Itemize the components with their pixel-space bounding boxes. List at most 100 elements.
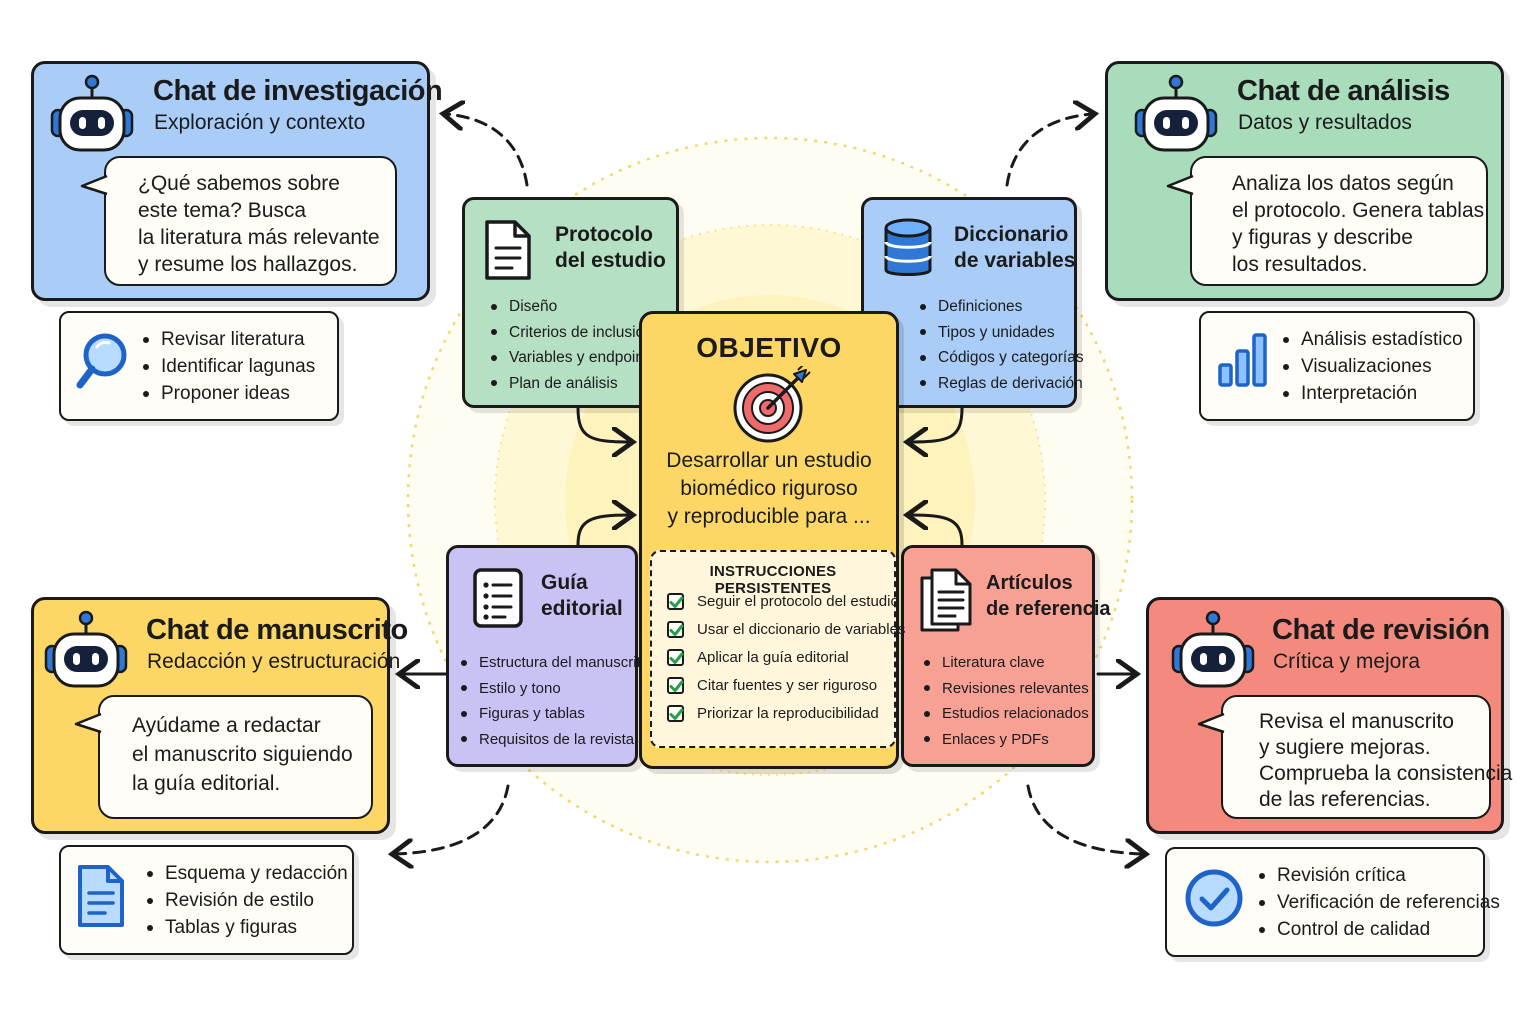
- guide-card[interactable]: Guía editorial Estructura del manuscrito…: [446, 545, 649, 767]
- list-item: Control de calidad: [1255, 916, 1500, 943]
- dictionary-card-title: Diccionario de variables: [954, 223, 1076, 272]
- articles-card-title: Artículos de referencia: [986, 572, 1111, 620]
- review-chat-panel[interactable]: Chat de revisión Crítica y mejora Revisa…: [1146, 597, 1512, 834]
- check-circle-icon: [1185, 869, 1243, 927]
- objective-text: Desarrollar un estudio biomédico riguros…: [666, 449, 872, 528]
- research-chat-title: Chat de investigación: [153, 75, 443, 107]
- research-chat-subtitle: Exploración y contexto: [154, 111, 366, 134]
- list-item: Enlaces y PDFs: [920, 727, 1089, 753]
- list-item: Interpretación: [1279, 380, 1463, 407]
- list-item: Criterios de inclusión: [487, 320, 656, 346]
- manuscript-chat-panel[interactable]: Chat de manuscrito Redacción y estructur…: [31, 597, 408, 834]
- research-prompt-bubble: ¿Qué sabemos sobre este tema? Busca la l…: [104, 156, 397, 286]
- list-item: Literatura clave: [920, 650, 1089, 676]
- database-icon: [884, 218, 932, 276]
- list-item: Revisión de estilo: [143, 887, 348, 914]
- list-item: Estudios relacionados: [920, 701, 1089, 727]
- list-item: Proponer ideas: [139, 380, 315, 407]
- list-item: Verificación de referencias: [1255, 889, 1500, 916]
- list-item: Tablas y figuras: [143, 914, 348, 941]
- list-item: Identificar lagunas: [139, 353, 315, 380]
- review-skills-list: Revisión crítica Verificación de referen…: [1255, 862, 1500, 943]
- bubble-tail: [74, 712, 102, 734]
- research-chat-panel[interactable]: Chat de investigación Exploración y cont…: [31, 61, 443, 301]
- bubble-tail: [80, 174, 108, 196]
- manuscript-prompt-bubble: Ayúdame a redactar el manuscrito siguien…: [98, 695, 373, 819]
- arrow-protocol-to-objective: [576, 406, 630, 442]
- list-item: Definiciones: [916, 294, 1084, 320]
- list-item: Figuras y tablas: [457, 701, 649, 727]
- list-item: Visualizaciones: [1279, 353, 1463, 380]
- bubble-tail: [1166, 174, 1194, 196]
- robot-icon: [1134, 74, 1218, 152]
- persistent-instructions-box: INSTRUCCIONES PERSISTENTES Seguir el pro…: [650, 550, 905, 748]
- guide-items: Estructura del manuscrito Estilo y tono …: [457, 650, 649, 752]
- robot-icon: [1171, 610, 1255, 688]
- robot-icon: [50, 74, 134, 152]
- protocol-card-title: Protocolo del estudio: [555, 223, 666, 272]
- list-item: Códigos y categorías: [916, 345, 1084, 371]
- manuscript-skills-list: Esquema y redacción Revisión de estilo T…: [143, 860, 348, 941]
- robot-icon: [44, 610, 128, 688]
- checkbox-checked-icon: [667, 649, 684, 666]
- arrow-articles-to-objective: [910, 515, 964, 547]
- arrow-to-analysis: [1005, 114, 1092, 187]
- instruction-item: Usar el diccionario de variables: [667, 616, 905, 644]
- review-chat-title: Chat de revisión: [1272, 614, 1490, 646]
- dictionary-items: Definiciones Tipos y unidades Códigos y …: [916, 294, 1084, 396]
- analysis-chat-subtitle: Datos y resultados: [1238, 111, 1412, 134]
- analysis-skills-box: Análisis estadístico Visualizaciones Int…: [1199, 311, 1475, 421]
- list-item: Tipos y unidades: [916, 320, 1084, 346]
- list-item: Variables y endpoints: [487, 345, 656, 371]
- articles-card[interactable]: Artículos de referencia Literatura clave…: [901, 545, 1111, 767]
- list-document-icon: [473, 568, 523, 628]
- list-item: Estilo y tono: [457, 676, 649, 702]
- stacked-documents-icon: [920, 568, 972, 632]
- list-item: Revisar literatura: [139, 326, 315, 353]
- research-skills-box: Revisar literatura Identificar lagunas P…: [59, 311, 339, 421]
- instructions-list: Seguir el protocolo del estudio Usar el …: [667, 588, 905, 728]
- instruction-item: Priorizar la reproducibilidad: [667, 700, 905, 728]
- list-item: Revisión crítica: [1255, 862, 1500, 889]
- checkbox-checked-icon: [667, 593, 684, 610]
- analysis-chat-panel[interactable]: Chat de análisis Datos y resultados Anal…: [1105, 61, 1504, 301]
- guide-card-title: Guía editorial: [541, 571, 623, 620]
- manuscript-skills-box: Esquema y redacción Revisión de estilo T…: [59, 845, 354, 955]
- analysis-chat-title: Chat de análisis: [1237, 75, 1450, 107]
- articles-items: Literatura clave Revisiones relevantes E…: [920, 650, 1089, 752]
- research-skills-list: Revisar literatura Identificar lagunas P…: [139, 326, 315, 407]
- checkbox-checked-icon: [667, 621, 684, 638]
- protocol-items: Diseño Criterios de inclusión Variables …: [487, 294, 656, 396]
- analysis-skills-list: Análisis estadístico Visualizaciones Int…: [1279, 326, 1463, 407]
- arrow-to-research: [446, 114, 529, 187]
- list-item: Estructura del manuscrito: [457, 650, 649, 676]
- list-item: Revisiones relevantes: [920, 676, 1089, 702]
- review-chat-subtitle: Crítica y mejora: [1273, 650, 1421, 673]
- objective-card: OBJETIVO Desarrollar un estudio biomédic…: [639, 311, 905, 769]
- document-icon: [78, 865, 124, 927]
- bubble-tail: [1197, 712, 1225, 734]
- list-item: Diseño: [487, 294, 656, 320]
- list-item: Reglas de derivación: [916, 371, 1084, 397]
- list-item: Requisitos de la revista: [457, 727, 649, 753]
- arrow-to-manuscript-down: [395, 784, 510, 854]
- document-icon: [485, 220, 531, 280]
- arrow-to-review-down: [1026, 784, 1143, 854]
- instruction-item: Seguir el protocolo del estudio: [667, 588, 905, 616]
- review-skills-box: Revisión crítica Verificación de referen…: [1165, 847, 1500, 957]
- instruction-item: Aplicar la guía editorial: [667, 644, 905, 672]
- bar-chart-icon: [1218, 333, 1267, 387]
- checkbox-checked-icon: [667, 677, 684, 694]
- instruction-item: Citar fuentes y ser riguroso: [667, 672, 905, 700]
- list-item: Plan de análisis: [487, 371, 656, 397]
- instructions-title: INSTRUCCIONES PERSISTENTES: [709, 563, 837, 597]
- review-prompt-bubble: Revisa el manuscrito y sugiere mejoras. …: [1221, 695, 1512, 819]
- manuscript-chat-title: Chat de manuscrito: [146, 614, 408, 646]
- manuscript-chat-subtitle: Redacción y estructuración: [147, 650, 401, 673]
- list-item: Esquema y redacción: [143, 860, 348, 887]
- target-icon: [733, 366, 811, 443]
- checkbox-checked-icon: [667, 705, 684, 722]
- objective-title: OBJETIVO: [696, 332, 842, 363]
- list-item: Análisis estadístico: [1279, 326, 1463, 353]
- analysis-prompt-bubble: Analiza los datos según el protocolo. Ge…: [1190, 156, 1488, 286]
